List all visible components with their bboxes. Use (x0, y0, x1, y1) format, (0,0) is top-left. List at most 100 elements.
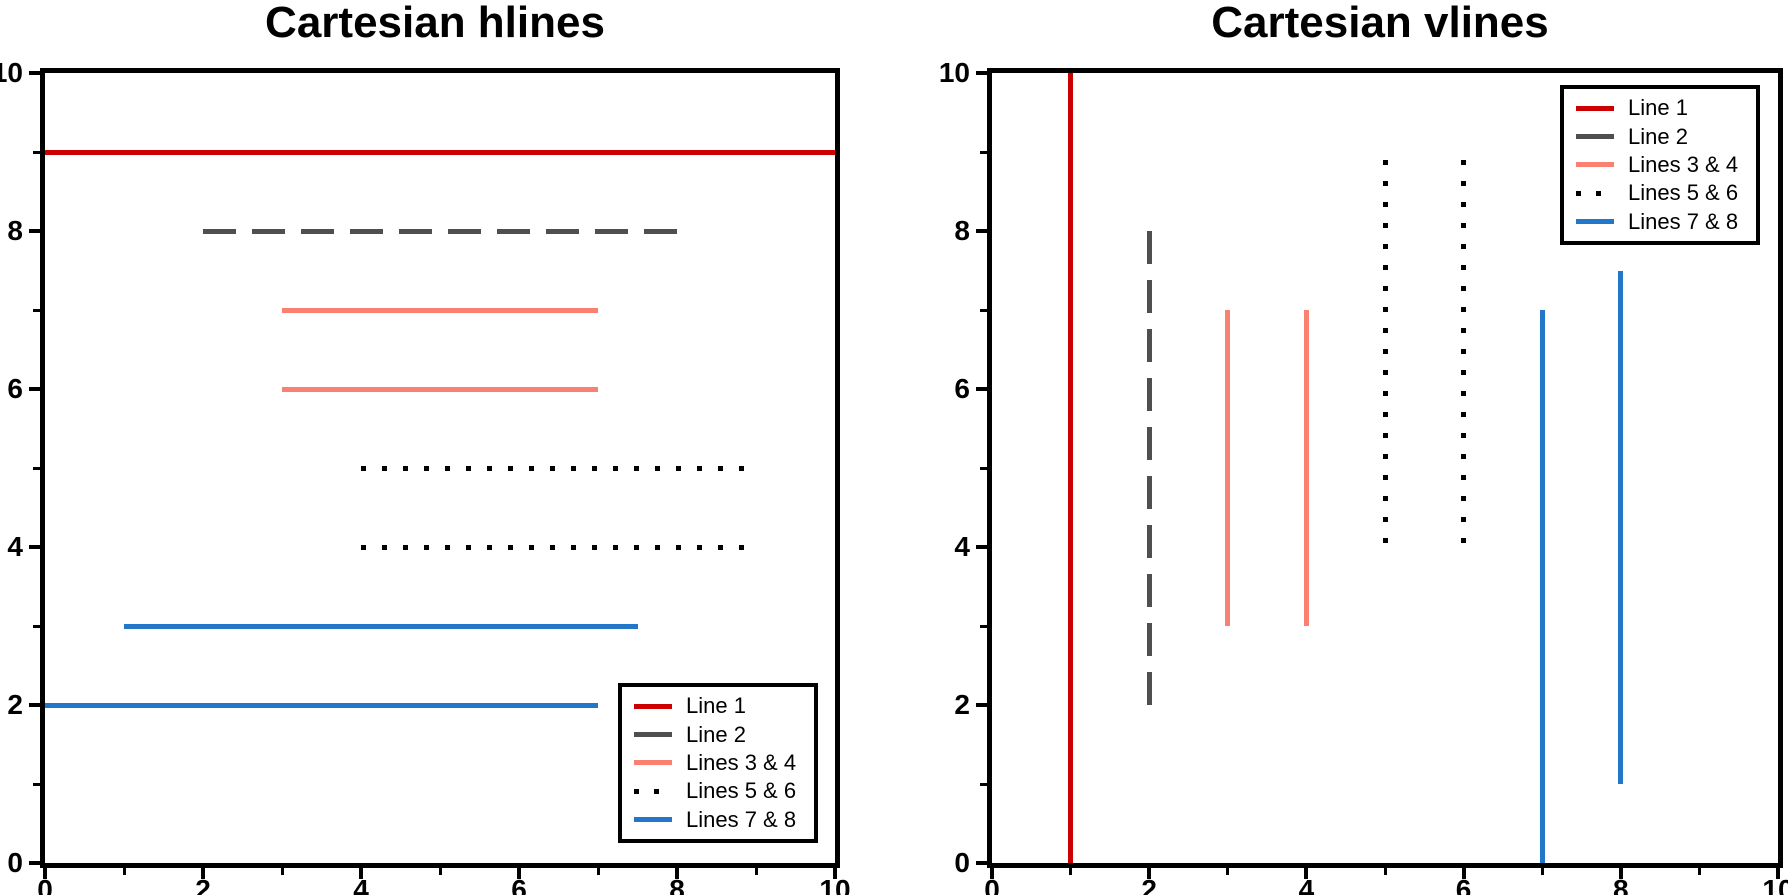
x-minor-tick (1383, 868, 1387, 875)
y-major-tick (976, 229, 987, 233)
x-minor-tick (1540, 868, 1544, 875)
y-major-tick (29, 703, 40, 707)
legend-swatch-solid (634, 817, 672, 823)
x-minor-tick (754, 868, 758, 875)
legend-entry-line-1: Line 1 (1576, 94, 1748, 122)
x-minor-tick (1226, 868, 1230, 875)
legend-swatch-solid (1576, 219, 1614, 225)
x-tick-label: 6 (1455, 874, 1472, 895)
y-major-tick (976, 71, 987, 75)
legend-swatch-dotted (634, 788, 672, 794)
y-minor-tick (33, 782, 40, 786)
hlines-line-3 (282, 307, 598, 313)
x-major-tick (675, 868, 679, 879)
x-tick-label: 8 (1613, 874, 1629, 895)
hlines-line-4 (282, 386, 598, 392)
y-major-tick (29, 229, 40, 233)
y-minor-tick (33, 308, 40, 312)
legend-entry-label: Lines 3 & 4 (1628, 151, 1739, 177)
vlines-line-5 (1382, 159, 1388, 547)
vlines-line-4 (1303, 310, 1309, 626)
x-tick-label: 8 (669, 874, 685, 895)
right-plot-title: Cartesian vlines (1211, 0, 1549, 47)
hlines-line-8 (45, 702, 598, 708)
x-tick-label: 0 (37, 874, 53, 895)
legend-entry-label: Lines 7 & 8 (1628, 208, 1739, 234)
y-minor-tick (980, 466, 987, 470)
legend-swatch-solid (1576, 105, 1614, 111)
y-tick-label: 6 (7, 373, 23, 404)
x-tick-label: 10 (819, 874, 851, 895)
legend-entry-label: Lines 5 & 6 (686, 778, 797, 804)
hlines-line-2 (203, 228, 677, 234)
hlines-line-6 (361, 544, 749, 550)
hlines-line-7 (124, 623, 638, 629)
y-minor-tick (980, 150, 987, 154)
x-tick-label: 4 (1298, 874, 1315, 895)
y-tick-label: 0 (7, 847, 23, 878)
left-plot-title: Cartesian hlines (265, 0, 605, 47)
x-major-tick (1618, 868, 1623, 879)
vlines-line-8 (1618, 270, 1624, 784)
x-major-tick (517, 868, 521, 879)
x-tick-label: 10 (1762, 874, 1788, 895)
legend-entry-label: Line 2 (1628, 123, 1688, 149)
y-minor-tick (33, 624, 40, 628)
y-major-tick (29, 71, 40, 75)
legend-entry-label: Line 1 (1628, 95, 1688, 121)
legend-entry-label: Lines 5 & 6 (1628, 180, 1739, 206)
vlines-line-3 (1225, 310, 1231, 626)
y-tick-label: 10 (0, 57, 23, 88)
x-tick-label: 4 (353, 874, 369, 895)
x-tick-label: 0 (984, 874, 1000, 895)
y-tick-label: 2 (954, 689, 970, 720)
x-major-tick (990, 868, 994, 879)
legend-entry-line-2: Line 2 (634, 721, 806, 749)
x-major-tick (1304, 868, 1309, 879)
legend-swatch-solid (634, 732, 672, 738)
x-tick-label: 2 (1141, 874, 1157, 895)
hlines-line-5 (361, 465, 749, 471)
y-major-tick (976, 703, 987, 707)
y-major-tick (29, 861, 40, 865)
y-tick-label: 8 (954, 215, 970, 246)
x-major-tick (833, 868, 837, 879)
x-major-tick (359, 868, 363, 879)
x-major-tick (201, 868, 205, 879)
x-minor-tick (1069, 868, 1073, 875)
legend-entry-label: Lines 7 & 8 (686, 806, 797, 832)
legend-entry-lines-3-4: Lines 3 & 4 (1576, 151, 1748, 179)
x-major-tick (1776, 868, 1780, 879)
y-minor-tick (980, 308, 987, 312)
legend-entry-line-2: Line 2 (1576, 123, 1748, 151)
vlines-line-7 (1539, 310, 1545, 863)
legend-entry-lines-5-6: Lines 5 & 6 (634, 777, 806, 805)
y-major-tick (976, 387, 987, 391)
y-tick-label: 4 (954, 531, 970, 562)
x-major-tick (43, 868, 47, 879)
x-tick-label: 6 (511, 874, 527, 895)
legend-entry-lines-5-6: Lines 5 & 6 (1576, 179, 1748, 207)
legend-entry-lines-7-8: Lines 7 & 8 (634, 806, 806, 834)
legend-swatch-dotted (1576, 190, 1614, 196)
y-tick-label: 4 (7, 531, 23, 562)
y-minor-tick (33, 466, 40, 470)
y-tick-label: 0 (954, 847, 970, 878)
y-minor-tick (33, 150, 40, 154)
legend-entry-lines-7-8: Lines 7 & 8 (1576, 208, 1748, 236)
y-tick-label: 2 (7, 689, 23, 720)
hlines-line-1 (45, 149, 835, 155)
legend-entry-label: Line 1 (686, 693, 746, 719)
x-minor-tick (122, 868, 126, 875)
y-tick-label: 6 (954, 373, 970, 404)
legend-swatch-solid (634, 703, 672, 709)
legend-entry-label: Lines 3 & 4 (686, 749, 797, 775)
x-minor-tick (438, 868, 442, 875)
y-tick-label: 10 (938, 57, 970, 88)
y-minor-tick (980, 624, 987, 628)
x-minor-tick (1697, 868, 1701, 875)
vlines-line-2 (1146, 231, 1152, 705)
